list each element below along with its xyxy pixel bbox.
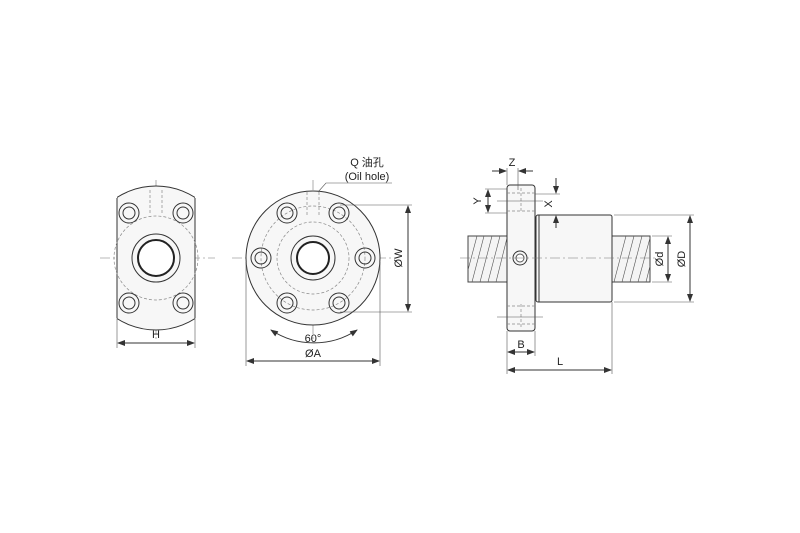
nut-side-view: Z Y X Ød ØD B L (460, 157, 694, 374)
screw-shaft-right (611, 235, 651, 283)
label-oil-hole-cn: Q 油孔 (350, 155, 384, 169)
label-d-large: ØD (676, 251, 688, 268)
label-d-small: Ød (654, 252, 666, 267)
label-w: ØW (393, 248, 405, 268)
label-y: Y (472, 197, 484, 205)
label-x: X (543, 200, 555, 208)
label-a: ØA (305, 348, 322, 360)
label-h: H (152, 329, 160, 341)
label-z: Z (509, 157, 516, 169)
bolt-holes (118, 202, 194, 314)
screw-shaft-left (467, 235, 509, 283)
label-b: B (517, 339, 524, 351)
bolt-holes (250, 202, 376, 314)
label-oil-hole-en: (Oil hole) (345, 171, 390, 183)
angle-dimension (270, 329, 358, 344)
label-angle: 60° (305, 333, 322, 345)
flange-side-view: H (100, 180, 215, 348)
label-l: L (557, 356, 563, 368)
flange-front-view: Q 油孔 (Oil hole) ØW 60° ØA (232, 155, 412, 366)
